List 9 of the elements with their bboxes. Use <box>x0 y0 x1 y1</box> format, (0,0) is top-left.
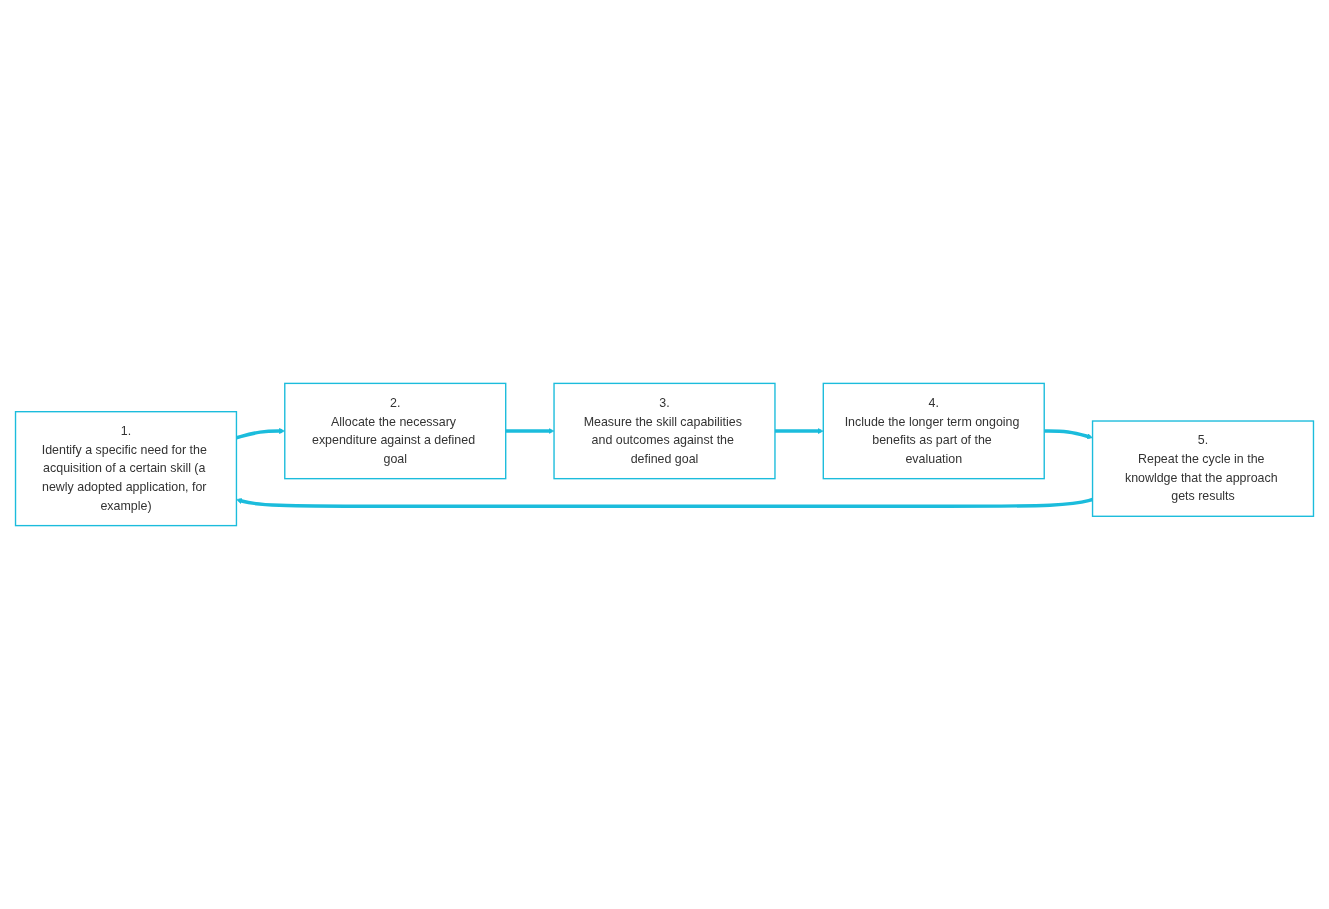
node-box: 1. Identify a specific need for the acquisition of a certain skill (a newly adopted application, for example) <box>14 411 238 527</box>
node-box: 5. Repeat the cycle in the knowldge that the approach gets results <box>1091 420 1315 517</box>
arrow <box>1044 429 1093 440</box>
arrow <box>505 428 555 435</box>
arrow <box>236 497 1093 508</box>
arrow <box>774 428 824 435</box>
node-box: 4. Include the longer term ongoing benefits as part of the evaluation <box>822 382 1045 480</box>
node-box: 2. Allocate the necessary expenditure against a defined goal <box>284 382 507 480</box>
node-box: 3. Measure the skill capabilities and outcomes against the defined goal <box>553 382 776 480</box>
